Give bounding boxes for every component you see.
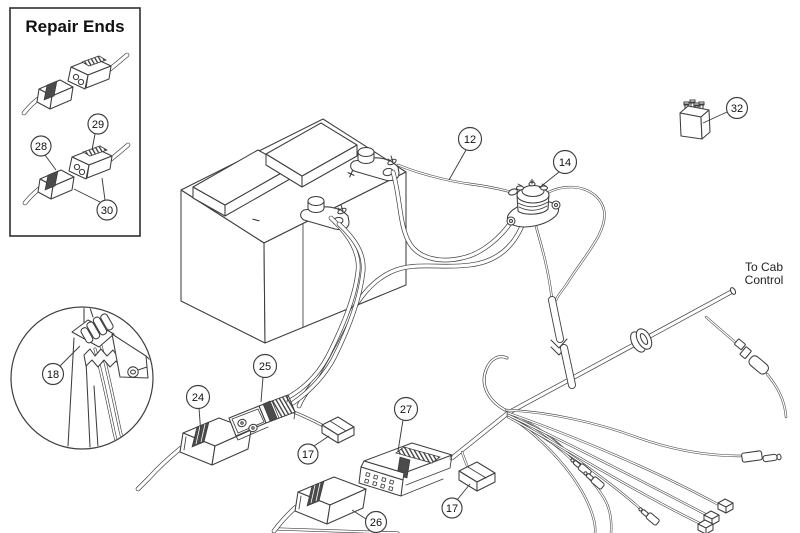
svg-text:30: 30 [101,205,113,217]
harness-sleeve-lower [560,344,576,389]
callout-29[interactable]: 29 [87,113,109,151]
ring-terminal [508,188,518,196]
callout-27[interactable]: 27 [393,396,419,452]
repair-end-pair-bottom [22,142,131,206]
solenoid [506,178,561,228]
connector-17-vehicle [458,450,496,492]
svg-text:14: 14 [559,157,571,169]
battery-right-face [263,171,407,344]
accessory-branch-wire [704,315,788,419]
hatch-band [395,446,441,464]
connector-26 [271,476,367,533]
svg-text:26: 26 [370,517,382,529]
socket-hatch-band [82,145,108,157]
seal-band [306,480,325,507]
grommet [630,328,653,353]
svg-text:12: 12 [464,134,476,146]
svg-text:27: 27 [400,404,412,416]
callout-25[interactable]: 25 [252,353,278,403]
spade-terminal [697,519,714,533]
plug-seal-band [44,170,59,191]
mounting-bracket [111,333,149,379]
main-harness [276,287,788,533]
callout-28[interactable]: 28 [30,135,57,171]
plow-side-connectors [135,394,496,533]
relay-front-face [679,112,703,140]
inset-title: Repair Ends [25,17,124,36]
svg-text:17: 17 [302,449,314,461]
battery-negative-label: − [250,211,263,230]
callout-14[interactable]: 14 [538,149,578,189]
callout-12[interactable]: 12 [448,126,483,181]
inline-fuse-holder [748,355,769,375]
to-cab-control-label-line1: To Cab [745,260,783,274]
relay [679,99,711,140]
seal-band [262,400,278,422]
socket-hatch-band [81,55,107,67]
spade-terminal [717,498,734,514]
repair-ends-inset: Repair Ends [9,7,141,237]
relay-side-face [700,109,711,140]
connector-17-plow [321,416,355,444]
bolt [127,366,139,378]
svg-text:25: 25 [259,361,271,373]
cab-control-cable [449,287,737,461]
repair-end-pair-top [21,52,130,116]
to-cab-control-label-line2: Control [745,273,784,287]
inset-border [9,7,141,237]
svg-text:28: 28 [35,141,47,153]
harness-terminals [570,450,782,533]
connector-25 [228,394,327,441]
positive-battery-cable [390,169,519,263]
callout-17-vehicle[interactable]: 17 [441,483,471,519]
callouts-layer: 12 14 32 24 25 17 27 17 [30,96,749,533]
bullet-terminal [583,471,605,490]
negative-battery-cable [284,215,366,406]
grille-connector-detail [10,306,154,450]
svg-text:17: 17 [446,503,458,515]
battery-cables [284,163,606,412]
svg-text:18: 18 [47,369,59,381]
solenoid-control-wires [533,185,606,302]
callout-32[interactable]: 32 [702,96,749,124]
bullet-terminal [638,507,660,526]
connector-27 [358,442,453,497]
corrugated-cover [80,313,114,344]
svg-text:24: 24 [192,392,204,404]
loop-wire [482,355,509,412]
callout-30[interactable]: 30 [73,177,118,221]
svg-text:29: 29 [92,119,104,131]
positive-control-wire [396,163,513,194]
callout-17-plow[interactable]: 17 [297,435,330,465]
pin-grid [364,472,395,492]
callout-24[interactable]: 24 [185,384,211,436]
svg-text:32: 32 [731,103,743,115]
battery: + − [180,118,407,344]
callout-26[interactable]: 26 [351,509,388,533]
bullet-terminal-large [741,450,782,463]
callout-18[interactable]: 18 [41,345,81,386]
harness-branch-wires [504,408,743,533]
plug-seal-band [43,80,58,101]
